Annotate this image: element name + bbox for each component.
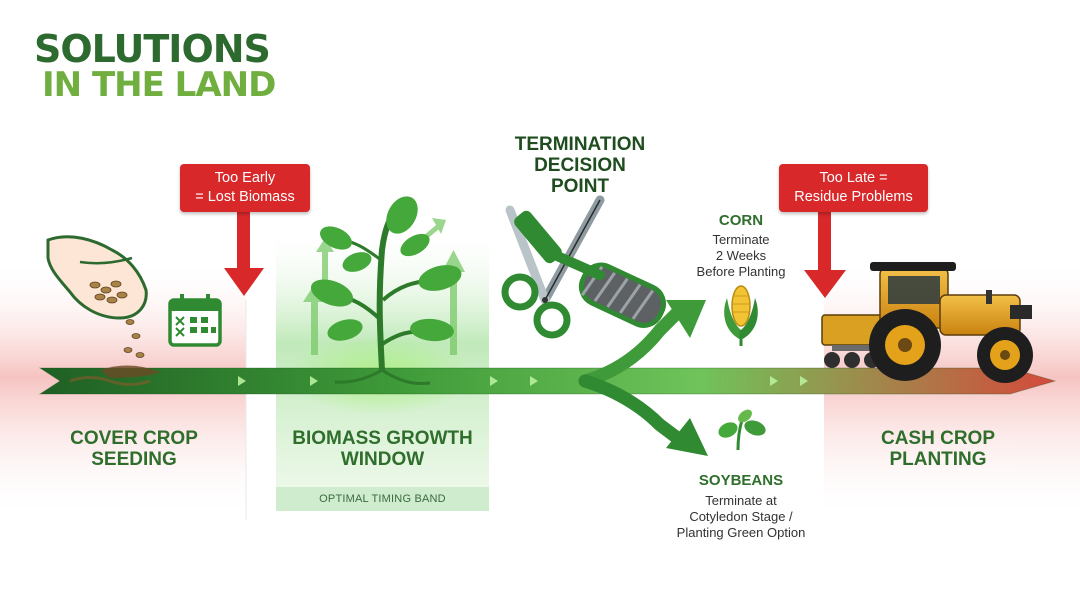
hand-seeds-icon (46, 235, 160, 378)
logo-line-1: SOLUTIONS (34, 27, 271, 71)
cash-crop-line-2: PLANTING (889, 449, 987, 470)
decision-title-line-3: POINT (550, 176, 610, 197)
seedling-icon (310, 196, 462, 386)
roller-crimper-icon (514, 210, 667, 328)
tractor-icon (821, 262, 1033, 383)
seeding-line-1: COVER CROP (70, 428, 198, 449)
too-early-callout: Too Early = Lost Biomass (180, 164, 310, 212)
decision-point-title: TERMINATION DECISION POINT (496, 134, 664, 197)
decision-title-line-2: DECISION (534, 155, 626, 176)
decision-title-line-1: TERMINATION (514, 134, 646, 155)
soybeans-title: SOYBEANS (698, 472, 784, 489)
soybeans-note-line-2: Cotyledon Stage / (689, 509, 793, 524)
soybeans-note: Terminate at Cotyledon Stage / Planting … (666, 493, 816, 541)
soybeans-note-line-1: Terminate at (705, 493, 777, 508)
growth-line-1: BIOMASS GROWTH (292, 428, 473, 449)
soybeans-note-line-3: Planting Green Option (676, 525, 806, 540)
cash-crop-line-1: CASH CROP (880, 428, 995, 449)
too-early-arrow (224, 212, 264, 296)
corn-note: Terminate 2 Weeks Before Planting (676, 232, 806, 280)
optimal-timing-band-label: OPTIMAL TIMING BAND (276, 487, 489, 511)
too-late-arrow (804, 212, 846, 298)
seeding-line-2: SEEDING (91, 449, 177, 470)
too-early-line-1: Too Early (214, 170, 276, 186)
too-early-line-2: = Lost Biomass (195, 189, 295, 205)
corn-note-line-3: Before Planting (696, 264, 786, 279)
growth-line-2: WINDOW (340, 449, 425, 470)
corn-note-line-2: 2 Weeks (715, 248, 767, 263)
corn-title: CORN (718, 212, 764, 229)
soybean-sprout-icon (718, 409, 766, 451)
logo-line-2: IN THE LAND (42, 65, 276, 105)
too-late-line-1: Too Late = (819, 170, 888, 186)
stage-label-seeding: COVER CROP SEEDING (48, 428, 220, 470)
corn-icon (724, 285, 758, 346)
too-late-callout: Too Late = Residue Problems (779, 164, 928, 212)
stage-label-cash-crop: CASH CROP PLANTING (850, 428, 1026, 470)
stage-label-growth: BIOMASS GROWTH WINDOW (276, 428, 489, 470)
corn-note-line-1: Terminate (712, 232, 770, 247)
calendar-icon (168, 294, 222, 347)
soybean-branch-arrow (578, 374, 708, 456)
too-late-line-2: Residue Problems (794, 189, 913, 205)
